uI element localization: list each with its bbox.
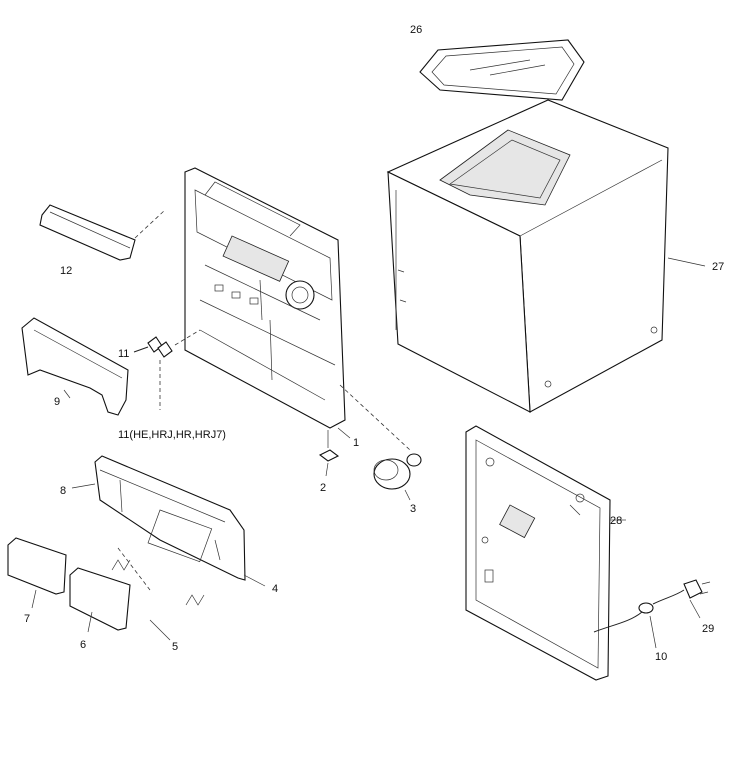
part-11-knobs — [133, 329, 201, 410]
part-2-pad — [318, 430, 340, 477]
label-3: 3 — [410, 503, 416, 515]
label-27: 27 — [712, 261, 724, 273]
label-28: 28 — [610, 515, 622, 527]
part-8-4-mechanism — [71, 455, 266, 587]
label-9: 9 — [54, 396, 60, 408]
part-12-bracket — [39, 204, 166, 261]
part-28-back-panel — [465, 425, 626, 681]
part-1-front-panel — [184, 167, 346, 429]
label-5: 5 — [172, 641, 178, 653]
label-11-variants: 11(HE,HRJ,HR,HRJ7) — [118, 429, 226, 441]
label-2: 2 — [320, 482, 326, 494]
label-7: 7 — [24, 613, 30, 625]
label-11: 11 — [118, 348, 129, 360]
part-10-29-power-cord — [593, 579, 711, 649]
label-4: 4 — [272, 583, 278, 595]
part-26-top-panel — [419, 39, 585, 101]
label-26: 26 — [410, 24, 422, 36]
label-10: 10 — [655, 651, 667, 663]
label-1: 1 — [353, 437, 359, 449]
part-9-cover — [21, 317, 129, 416]
label-29: 29 — [702, 623, 714, 635]
part-6-panel — [69, 567, 131, 633]
label-12: 12 — [60, 265, 72, 277]
label-8: 8 — [60, 485, 66, 497]
label-6: 6 — [80, 639, 86, 651]
part-3-knob — [339, 384, 422, 501]
part-5-springs — [111, 547, 205, 641]
part-27-cabinet — [386, 99, 669, 413]
part-7-panel — [7, 537, 67, 609]
